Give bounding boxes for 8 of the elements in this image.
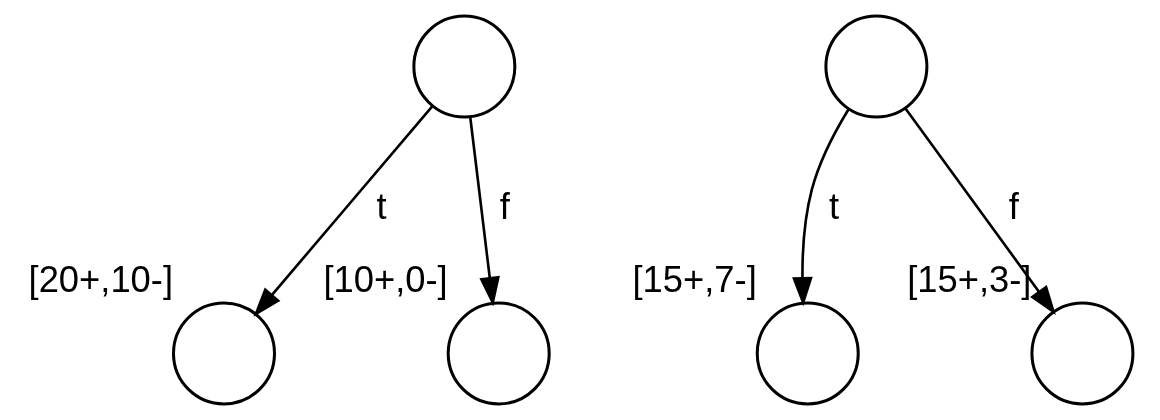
node-label: [10+,0-] — [322, 258, 448, 300]
edge-label: t — [828, 185, 839, 227]
edge-label: f — [499, 185, 510, 227]
node-label: [15+,3-] — [906, 258, 1031, 300]
edge-label: f — [1008, 185, 1019, 227]
edge-label: t — [376, 185, 387, 227]
node-label: [20+,10-] — [28, 258, 173, 300]
node-label: [15+,7-] — [631, 258, 757, 300]
